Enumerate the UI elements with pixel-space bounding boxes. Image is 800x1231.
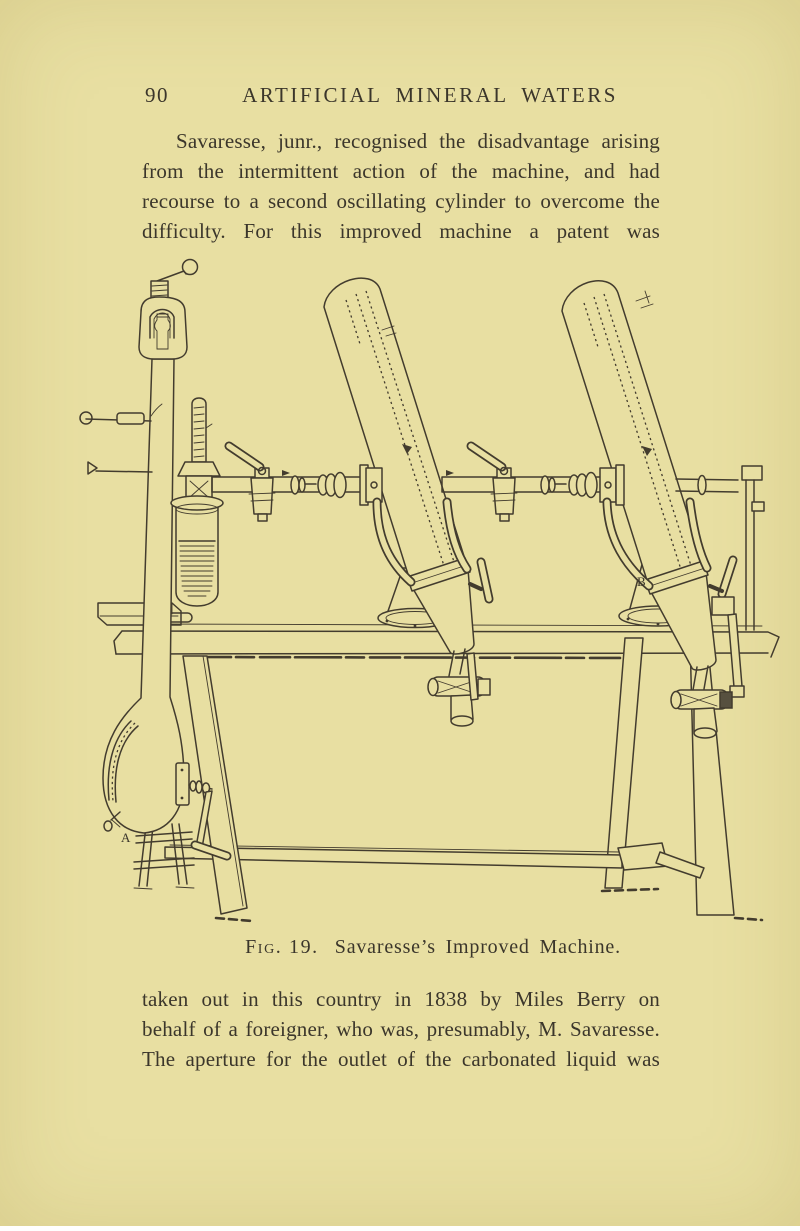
generator-stand (133, 823, 195, 890)
text-line: behalf of a foreigner, who was, presumab… (142, 1017, 660, 1041)
part-label-b: B (637, 574, 646, 589)
right-trunnion (599, 467, 617, 503)
figure-caption-text: Savaresse’s Improved Machine. (334, 936, 621, 958)
press-screw (150, 280, 169, 302)
figure-caption: Fig. 19. Savaresse’s Improved Machine. (0, 936, 800, 959)
figure-caption-label: Fig. 19. (245, 936, 319, 958)
page-header: 90 ARTIFICIAL MINERAL WATERS (145, 83, 660, 109)
generator-outlet (110, 811, 121, 821)
pump-column-and-generator (102, 358, 185, 834)
column-fittings (79, 403, 163, 475)
left-trunnion (365, 467, 383, 503)
paragraph-1: Savaresse, junr., recognised the disadva… (142, 126, 660, 246)
text-line: difficulty. For this improved machine a … (142, 219, 660, 243)
bottle-clamp-bell (138, 296, 188, 360)
text-line: The aperture for the outlet of the carbo… (142, 1047, 660, 1071)
front-leg-and-agitator (175, 655, 254, 923)
gauge-glass-and-jar (170, 397, 224, 607)
crank-handle (156, 270, 187, 282)
ring-handle (79, 411, 93, 425)
tap-center (492, 477, 516, 515)
bolted-seam (111, 722, 136, 802)
bottling-press-head (138, 258, 199, 360)
left-oscillating-cylinder (323, 277, 494, 727)
part-label-a: A (121, 830, 131, 845)
text-line: recourse to a second oscillating cylinde… (142, 189, 660, 213)
page-number: 90 (145, 83, 169, 107)
connecting-pipe (211, 441, 765, 631)
text-line: Savaresse, junr., recognised the disadva… (176, 129, 660, 153)
bottle (154, 313, 171, 350)
pivot-yokes (372, 497, 712, 591)
hinge-plate (175, 762, 190, 806)
acid-jar (175, 506, 219, 607)
end-support (745, 479, 755, 631)
work-bench (97, 602, 780, 922)
liquid-level (179, 545, 215, 597)
text-line: from the intermittent action of the mach… (142, 159, 660, 183)
text-line: taken out in this country in 1838 by Mil… (142, 987, 660, 1011)
cylinder-pivot-stands (377, 549, 698, 629)
running-title: ARTIFICIAL MINERAL WATERS (242, 83, 618, 107)
agitator-arm (195, 790, 213, 849)
crank-knob (181, 258, 199, 276)
right-oscillating-cylinder (561, 280, 745, 739)
cross-fitting (185, 475, 213, 503)
tap-left (250, 477, 274, 515)
paragraph-2: taken out in this country in 1838 by Mil… (142, 984, 660, 1074)
